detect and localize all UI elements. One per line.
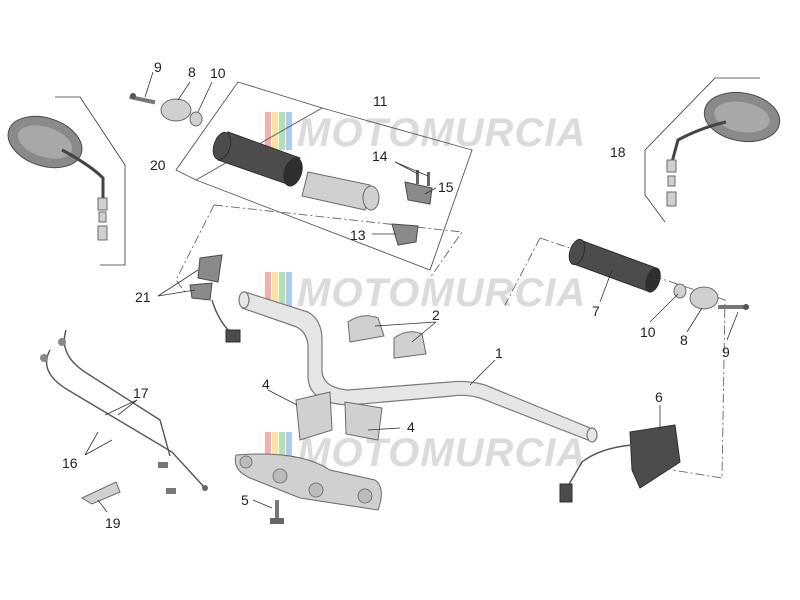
risers-4: [295, 391, 383, 441]
callout-2: 2: [432, 307, 440, 323]
handlebar-1: [238, 291, 598, 443]
callout-8-right: 8: [680, 332, 688, 348]
callout-9-right: 9: [722, 344, 730, 360]
callout-9-left: 9: [154, 59, 162, 75]
cable-bracket-19: [80, 481, 121, 505]
right-grip-7: [568, 238, 661, 293]
bolt-5: [270, 500, 284, 524]
callout-19: 19: [105, 515, 121, 531]
watermark-text-bottom: MOTOMURCIA: [297, 431, 586, 475]
watermark-text-middle: MOTOMURCIA: [297, 271, 586, 315]
right-mirror: [666, 91, 781, 207]
callout-1: 1: [495, 345, 503, 361]
callout-10-left: 10: [210, 65, 226, 81]
callout-21: 21: [135, 289, 151, 305]
watermark-bottom: MOTOMURCIA: [265, 431, 586, 475]
callout-labels: 9 8 10 11 14 15 13 20 18 21 2 1 4 4 5 7 …: [62, 59, 730, 531]
triple-clamp: [234, 453, 382, 511]
callout-11: 11: [373, 93, 388, 109]
bracket-18: [644, 77, 760, 223]
left-bar-end-parts: [129, 93, 203, 127]
leader-lines: [84, 71, 739, 513]
watermark-text-top: MOTOMURCIA: [297, 111, 586, 155]
left-mirror: [7, 115, 108, 241]
callout-8-left: 8: [188, 64, 196, 80]
clamps-2: [347, 315, 427, 359]
right-throttle-tube: [301, 171, 380, 211]
right-bar-end-parts: [673, 283, 749, 310]
callout-7: 7: [592, 303, 600, 319]
callout-10-right: 10: [640, 324, 656, 340]
right-switch-6: [559, 424, 681, 503]
callout-6: 6: [655, 389, 663, 405]
bracket-20: [55, 96, 126, 266]
callout-13: 13: [350, 227, 366, 243]
callout-20: 20: [150, 157, 166, 173]
dash-box-left-top: [213, 204, 463, 279]
group-box-11-outline: [195, 107, 473, 271]
callout-18: 18: [610, 144, 626, 160]
callout-5: 5: [241, 492, 249, 508]
callout-17: 17: [133, 385, 149, 401]
callout-15: 15: [438, 179, 454, 195]
callout-16: 16: [62, 455, 78, 471]
callout-14: 14: [372, 148, 388, 164]
callout-4-upper: 4: [262, 376, 270, 392]
left-grip: [212, 131, 303, 187]
watermark-middle: MOTOMURCIA: [265, 271, 586, 315]
left-switch-21: [189, 254, 241, 343]
throttle-cables: [40, 329, 208, 494]
watermark-top: MOTOMURCIA: [265, 111, 586, 155]
grip-hardware-14-15: [391, 170, 433, 246]
callout-4-lower: 4: [407, 419, 415, 435]
dash-box-right-left: [504, 237, 541, 306]
